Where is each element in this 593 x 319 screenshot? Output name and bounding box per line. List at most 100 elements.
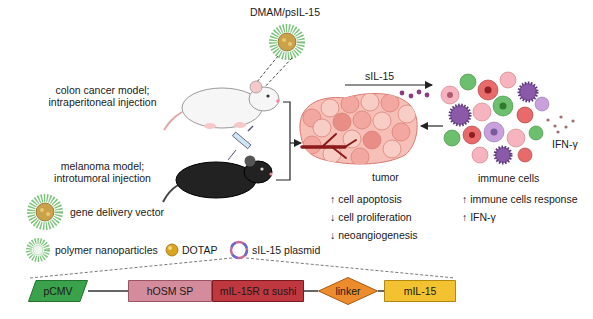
tumor-illustration (341, 95, 359, 113)
nanoparticle-icon (278, 33, 296, 51)
promoter-box-outline (29, 281, 88, 302)
gene-vector-icon (40, 208, 44, 212)
node-text: hOSM SP (147, 285, 194, 297)
syringe-icon (248, 126, 253, 131)
tumor-illustration (333, 113, 351, 131)
connector-line (88, 290, 128, 292)
connector-line (378, 290, 384, 292)
sil15-dots (425, 93, 430, 98)
connector-line (304, 290, 318, 292)
tumor-illustration (303, 93, 416, 166)
bracket (276, 102, 301, 180)
ifn-dots (546, 115, 574, 133)
immune-cells (500, 72, 516, 88)
gene-vector-icon (46, 212, 50, 216)
dotap-icon (168, 246, 172, 250)
bracket (276, 102, 290, 180)
release-arrow (345, 85, 432, 86)
sushi-domain-box: mIL-15R α sushi (212, 280, 304, 302)
nanoparticle-icon (282, 38, 286, 42)
ifn-dots (564, 125, 567, 128)
dotap-icon (166, 244, 178, 256)
dashed-leader (30, 258, 232, 278)
immune-cells (529, 126, 543, 140)
node-text: linker (335, 285, 360, 297)
black-mouse (163, 156, 273, 203)
immune-cells (478, 80, 498, 100)
polymer-nanoparticle-icon (29, 241, 47, 259)
tumor-illustration (363, 131, 381, 149)
blood-vessel (322, 134, 356, 158)
promoter-box: pCMV (28, 280, 88, 302)
immune-cells (500, 103, 507, 110)
signal-peptide-box-outline (129, 281, 212, 302)
text-label: IFN-γ (552, 138, 578, 150)
text-label: gene delivery vector (70, 206, 164, 218)
linker-diamond: linker (318, 277, 378, 305)
nanoparticle-icon (288, 42, 292, 46)
text-label: melanoma model; introtumoral injection (40, 160, 165, 184)
ifn-dots (559, 115, 562, 118)
immune-cells (472, 147, 488, 163)
text-label: immune cells (478, 172, 539, 184)
il15-box: mIL-15 (384, 280, 456, 302)
tumor-illustration (303, 136, 321, 154)
polymer-nanoparticle-icon (33, 245, 43, 255)
tumor-illustration (381, 94, 399, 112)
text-label: ↑ IFN-γ (462, 211, 496, 223)
text-label: tumor (372, 171, 399, 183)
text-label: ↓ cell proliferation (330, 211, 412, 223)
node-text: mIL-15 (404, 285, 437, 297)
black-mouse (163, 185, 178, 202)
dashed-leader (30, 258, 455, 278)
plasmid-icon (231, 242, 247, 258)
immune-cells (518, 148, 532, 162)
text-label: sIL-15 plasmid (252, 244, 320, 256)
white-mouse (234, 122, 246, 128)
immune-cells (469, 132, 475, 138)
dashed-leader (262, 58, 292, 90)
sushi-domain-box-outline (213, 281, 304, 302)
text-label: sIL-15 (365, 70, 394, 82)
black-mouse (260, 167, 263, 170)
immune-cells (519, 83, 537, 101)
nanoparticle-icon (273, 28, 301, 56)
plasmid-icon (231, 242, 247, 258)
text-label: ↓ neoangiogenesis (330, 229, 418, 241)
node-text: mIL-15R α sushi (220, 285, 297, 297)
gene-vector-icon (31, 198, 59, 226)
black-mouse (245, 156, 256, 167)
ifn-dots (553, 124, 556, 127)
release-arrow (345, 84, 432, 85)
white-mouse (276, 99, 280, 103)
linker-diamond-outline (319, 278, 378, 305)
white-mouse (204, 123, 216, 129)
immune-cells (535, 97, 549, 111)
gene-vector-icon (31, 198, 59, 226)
immune-cells (493, 96, 513, 116)
white-mouse (266, 94, 269, 97)
plasmid-icon (231, 242, 247, 258)
il15-box-outline (385, 281, 456, 302)
tumor-illustration (313, 119, 331, 137)
tumor-illustration (392, 123, 410, 141)
blood-vessel (302, 134, 356, 158)
tumor-illustration (321, 99, 339, 117)
immune-cells (441, 72, 549, 163)
tumor-illustration (361, 93, 379, 111)
immune-cells (484, 122, 504, 142)
black-mouse (176, 162, 256, 198)
ifn-dots (546, 118, 549, 121)
immune-cells (463, 126, 481, 144)
immune-cells (495, 147, 511, 163)
immune-cells (460, 74, 476, 90)
syringe-icon (232, 132, 251, 149)
return-arrow (421, 125, 443, 126)
sil15-dots (417, 90, 422, 95)
white-mouse (250, 81, 262, 93)
white-mouse (164, 81, 280, 130)
syringe-icon (228, 126, 253, 160)
text-label: colon cancer model; intraperitoneal inje… (35, 84, 170, 108)
